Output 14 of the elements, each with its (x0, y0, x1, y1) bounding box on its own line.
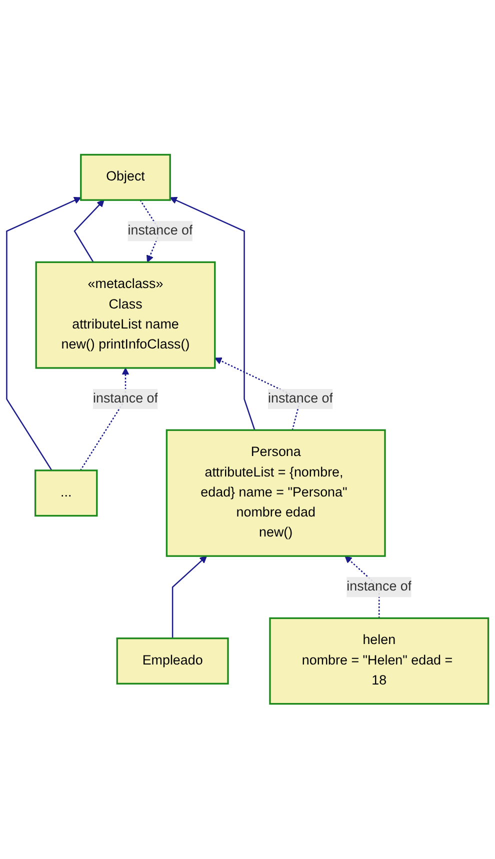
arrow (6, 197, 82, 471)
node-box: Empleado (116, 638, 229, 685)
node-box: Object (80, 154, 171, 202)
arrow (170, 197, 256, 431)
node-box: Persona attributeList = {nombre, edad} name = "Persona" nombre edad new() (166, 430, 386, 558)
edge-label: instance of (268, 392, 333, 406)
arrow (172, 556, 208, 639)
edge-label: instance of (128, 224, 193, 238)
node-box: «metaclass» Class attributeList name new() printInfoClass() (35, 262, 216, 370)
edge-label: instance of (346, 580, 412, 594)
arrow (74, 200, 104, 263)
node-box: helen nombre = "Helen" edad = 18 (269, 618, 490, 705)
node-box: ... (34, 470, 98, 517)
edge-label: instance of (93, 392, 158, 406)
